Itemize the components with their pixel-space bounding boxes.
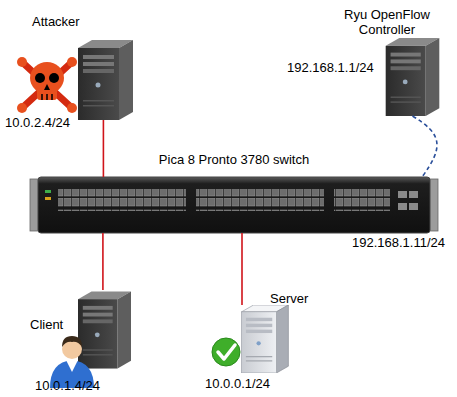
switch-device: Pica 8 Pronto 3780 switch192.168.1.11/24	[38, 177, 430, 233]
controller-host: Ryu OpenFlow Controller192.168.1.1/24	[385, 38, 440, 116]
ip-address: 10.0.2.4/24	[5, 115, 70, 130]
node-label: Pica 8 Pronto 3780 switch	[38, 152, 430, 167]
node-label: Client	[30, 317, 63, 332]
node-label: Attacker	[32, 14, 80, 29]
node-label: Server	[270, 291, 308, 306]
network-link	[241, 233, 243, 305]
attacker-host: Attacker10.0.2.4/24	[80, 40, 132, 120]
network-link	[103, 120, 105, 177]
switch-body	[30, 177, 438, 233]
check-icon	[212, 338, 240, 366]
client-host: Client10.0.1.4/24	[78, 290, 131, 370]
ip-address: 192.168.1.1/24	[287, 60, 374, 75]
control-link	[413, 116, 437, 177]
server-host: Server10.0.0.1/24	[240, 305, 290, 373]
ip-address: 10.0.0.1/24	[205, 376, 270, 391]
network-link	[102, 233, 104, 290]
skull-icon	[17, 57, 77, 113]
node-label: Ryu OpenFlow Controller	[338, 7, 436, 37]
ip-address: 10.0.1.4/24	[35, 378, 100, 393]
ip-address: 192.168.1.11/24	[352, 235, 445, 250]
